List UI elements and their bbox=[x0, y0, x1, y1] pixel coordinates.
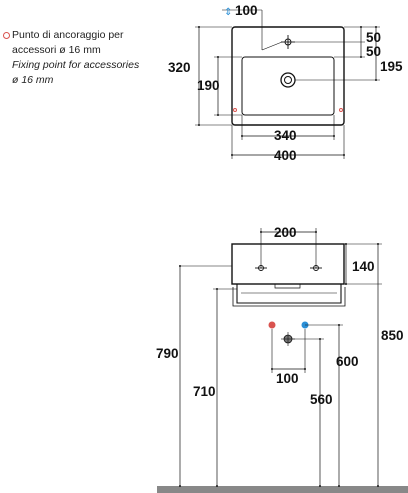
hot-supply-icon bbox=[268, 321, 276, 329]
legend: Punto di ancoraggio per accessori ø 16 m… bbox=[3, 28, 153, 88]
faucet-hole-dimension: 100 bbox=[235, 3, 258, 18]
dimension-50-top: 50 bbox=[366, 30, 381, 45]
dimension-710: 710 bbox=[193, 384, 216, 399]
faucet-hole-label: ⇕ 100 bbox=[224, 3, 258, 18]
side-view bbox=[157, 228, 408, 493]
fixing-slots bbox=[255, 265, 322, 271]
basin-front bbox=[231, 243, 345, 285]
legend-line-en-2: ø 16 mm bbox=[12, 74, 54, 86]
dimension-560: 560 bbox=[310, 392, 333, 407]
dimension-850: 850 bbox=[381, 328, 404, 343]
fixing-point-right-icon bbox=[339, 108, 343, 112]
dimension-320: 320 bbox=[168, 60, 191, 75]
faucet-arrow-icon: ⇕ bbox=[224, 7, 232, 18]
legend-line-it-2: accessori ø 16 mm bbox=[12, 44, 101, 56]
faucet-hole-icon bbox=[281, 35, 295, 49]
bowl-outline bbox=[241, 56, 335, 116]
dimension-50-bottom: 50 bbox=[366, 44, 381, 59]
dimension-195: 195 bbox=[380, 59, 403, 74]
drain-outline bbox=[274, 284, 301, 289]
towel-bar-outer bbox=[232, 287, 346, 307]
dimension-400: 400 bbox=[274, 148, 297, 163]
basin-outline bbox=[231, 26, 345, 126]
legend-line-en-1: Fixing point for accessories bbox=[12, 59, 140, 71]
dimension-600: 600 bbox=[336, 354, 359, 369]
floor bbox=[157, 486, 408, 493]
dimension-200: 200 bbox=[274, 225, 297, 240]
dimension-340: 340 bbox=[274, 128, 297, 143]
dimension-100: 100 bbox=[276, 371, 299, 386]
drain-icon bbox=[280, 72, 296, 88]
fixing-point-icon bbox=[3, 32, 10, 39]
legend-line-it-1: Punto di ancoraggio per bbox=[12, 29, 124, 41]
top-view bbox=[195, 9, 380, 159]
dimension-790: 790 bbox=[156, 346, 179, 361]
dimension-190: 190 bbox=[197, 78, 220, 93]
towel-bar bbox=[236, 284, 342, 304]
dimension-140: 140 bbox=[352, 259, 375, 274]
fixing-point-left-icon bbox=[233, 108, 237, 112]
